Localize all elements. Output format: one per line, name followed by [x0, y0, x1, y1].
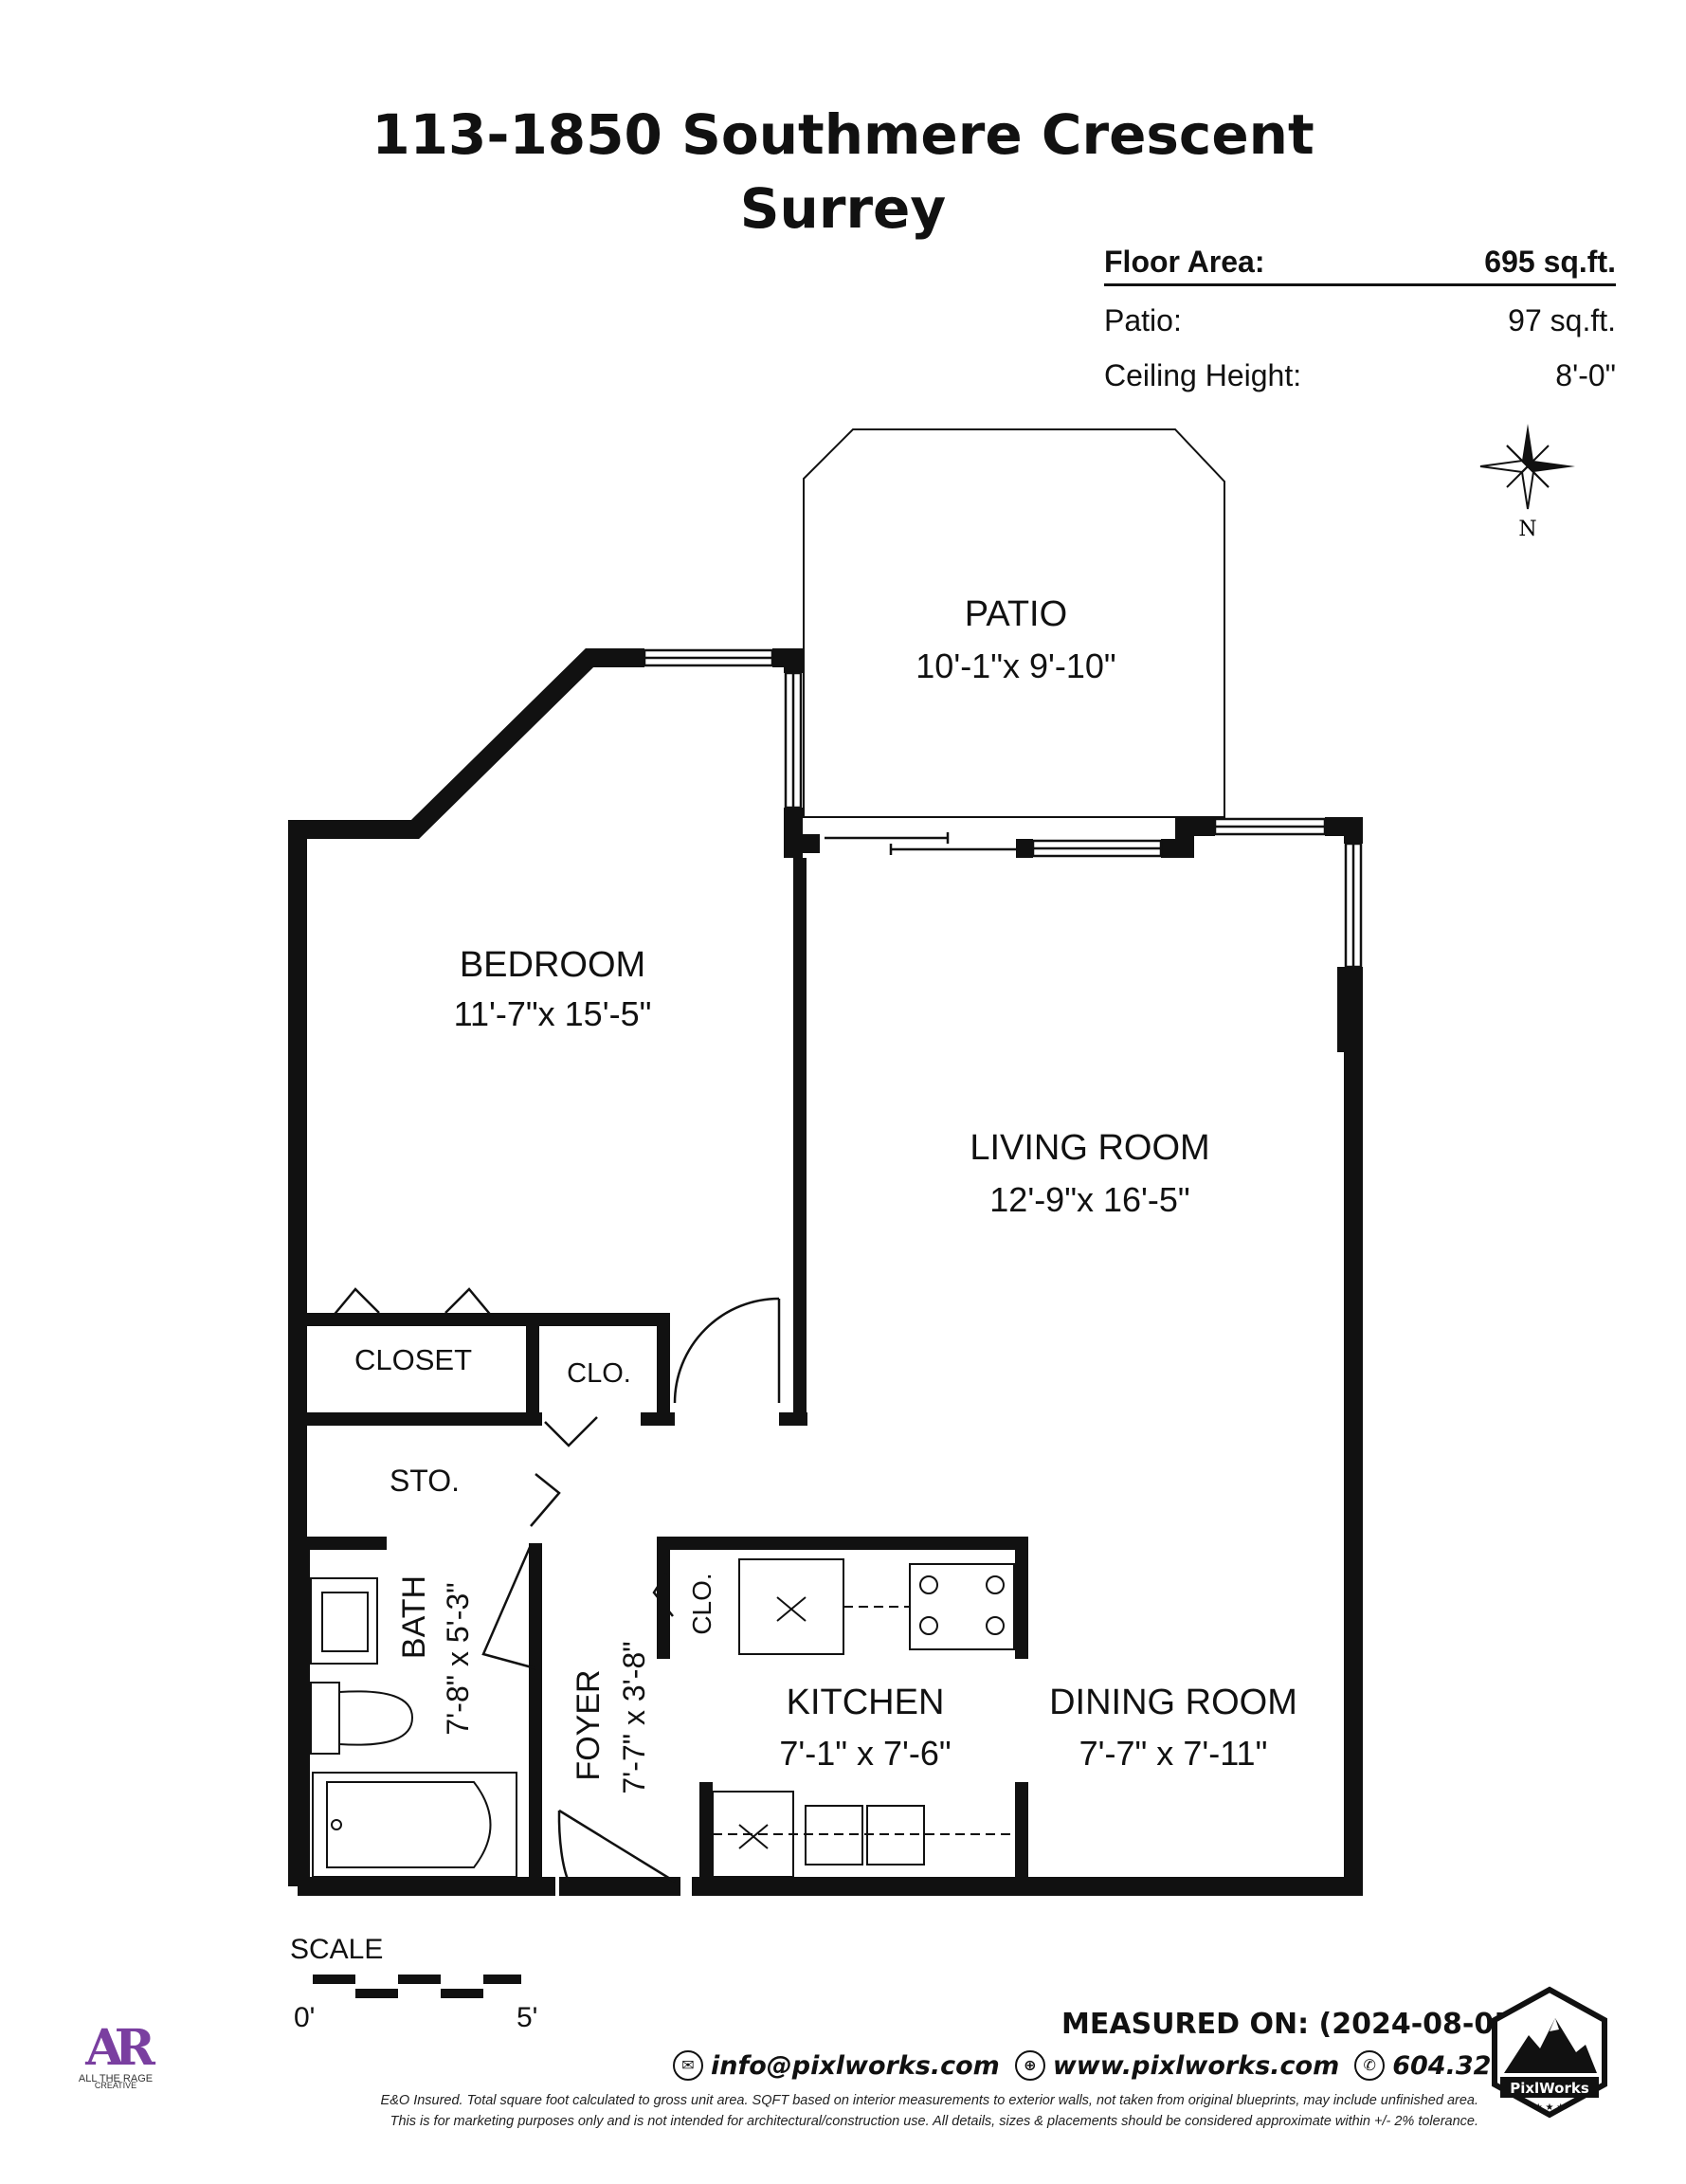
bedroom-dims: 11'-7"x 15'-5" — [454, 994, 652, 1033]
scale-start: 0' — [294, 2002, 316, 2033]
address-title: 113-1850 Southmere Crescent — [372, 102, 1314, 167]
globe-icon: ⊕ — [1014, 2050, 1045, 2081]
patio-dims: 10'-1"x 9'-10" — [916, 646, 1115, 685]
interior-walls — [297, 858, 1028, 1886]
kitchen-fixtures — [712, 1558, 1016, 1878]
email-contact[interactable]: ✉ info@pixlworks.com — [673, 2050, 1000, 2081]
patio-area-label: Patio: — [1104, 303, 1182, 337]
clo2-label: CLO. — [687, 1573, 716, 1634]
ceiling-height-row: Ceiling Height: 8'-0" — [1104, 358, 1616, 393]
city-title: Surrey — [739, 176, 947, 241]
bath-dims: 7'-8" x 5'-3" — [441, 1582, 475, 1735]
email-text: info@pixlworks.com — [711, 2050, 1000, 2081]
star-icons: ★ ★ ★ — [1534, 2102, 1565, 2113]
sto-label: STO. — [390, 1464, 460, 1498]
disclaimer-line-1: E&O Insured. Total square foot calculate… — [380, 2093, 1478, 2108]
ceiling-height-label: Ceiling Height: — [1104, 358, 1302, 392]
measured-on: MEASURED ON: (2024-08-05) — [1061, 2008, 1527, 2041]
compass-icon — [1479, 424, 1575, 510]
kitchen-label: KITCHEN — [787, 1683, 945, 1722]
all-the-rage-logo: AR ALL THE RAGE CREATIVE — [59, 2019, 172, 2090]
ar-logo-sub: CREATIVE — [94, 2081, 137, 2090]
floor-area-value: 695 sq.ft. — [1484, 245, 1616, 279]
living-room-dims: 12'-9"x 16'-5" — [989, 1180, 1189, 1219]
scale-title: SCALE — [290, 1934, 384, 1965]
dining-room-dims: 7'-7" x 7'-11" — [1079, 1734, 1268, 1773]
contact-row: ✉ info@pixlworks.com ⊕ www.pixlworks.com… — [673, 2050, 1590, 2081]
bath-label: BATH — [396, 1575, 432, 1659]
windows — [643, 648, 1363, 969]
exterior-walls — [288, 648, 1363, 1896]
foyer-label: FOYER — [571, 1669, 607, 1780]
dining-room-label: DINING ROOM — [1049, 1683, 1297, 1722]
bedroom-label: BEDROOM — [460, 945, 645, 985]
clo-label: CLO. — [567, 1358, 631, 1389]
pixlworks-logo-text: PixlWorks — [1510, 2080, 1589, 2097]
scale-end: 5' — [517, 2002, 538, 2033]
patio-outline — [803, 428, 1225, 818]
patio-area-row: Patio: 97 sq.ft. — [1104, 303, 1616, 338]
living-room-label: LIVING ROOM — [970, 1128, 1209, 1168]
floor-area-row: Floor Area: 695 sq.ft. — [1104, 245, 1616, 286]
scale-bar — [313, 1975, 521, 1998]
floor-area-label: Floor Area: — [1104, 245, 1265, 279]
foyer-dims: 7'-7" x 3'-8" — [617, 1641, 651, 1793]
compass-north-label: N — [1518, 518, 1536, 541]
phone-icon: ✆ — [1354, 2050, 1386, 2081]
kitchen-dims: 7'-1" x 7'-6" — [779, 1734, 951, 1773]
doors — [331, 1287, 781, 1884]
mail-icon: ✉ — [673, 2050, 703, 2081]
bath-fixtures — [310, 1577, 517, 1878]
pixlworks-logo: PixlWorks ★ ★ ★ — [1492, 1986, 1607, 2119]
ceiling-height-value: 8'-0" — [1555, 358, 1616, 392]
patio-label: PATIO — [965, 594, 1067, 634]
disclaimer-line-2: This is for marketing purposes only and … — [390, 2114, 1478, 2129]
website-contact[interactable]: ⊕ www.pixlworks.com — [1014, 2050, 1340, 2081]
website-text: www.pixlworks.com — [1052, 2050, 1340, 2081]
ar-logo-name: ALL THE RAGE — [78, 2073, 154, 2084]
ar-logo-mark: AR — [85, 2019, 155, 2077]
closet-label: CLOSET — [354, 1343, 472, 1376]
wall-jog — [1337, 967, 1356, 1052]
sliding-door — [825, 832, 1016, 855]
patio-area-value: 97 sq.ft. — [1508, 303, 1616, 337]
